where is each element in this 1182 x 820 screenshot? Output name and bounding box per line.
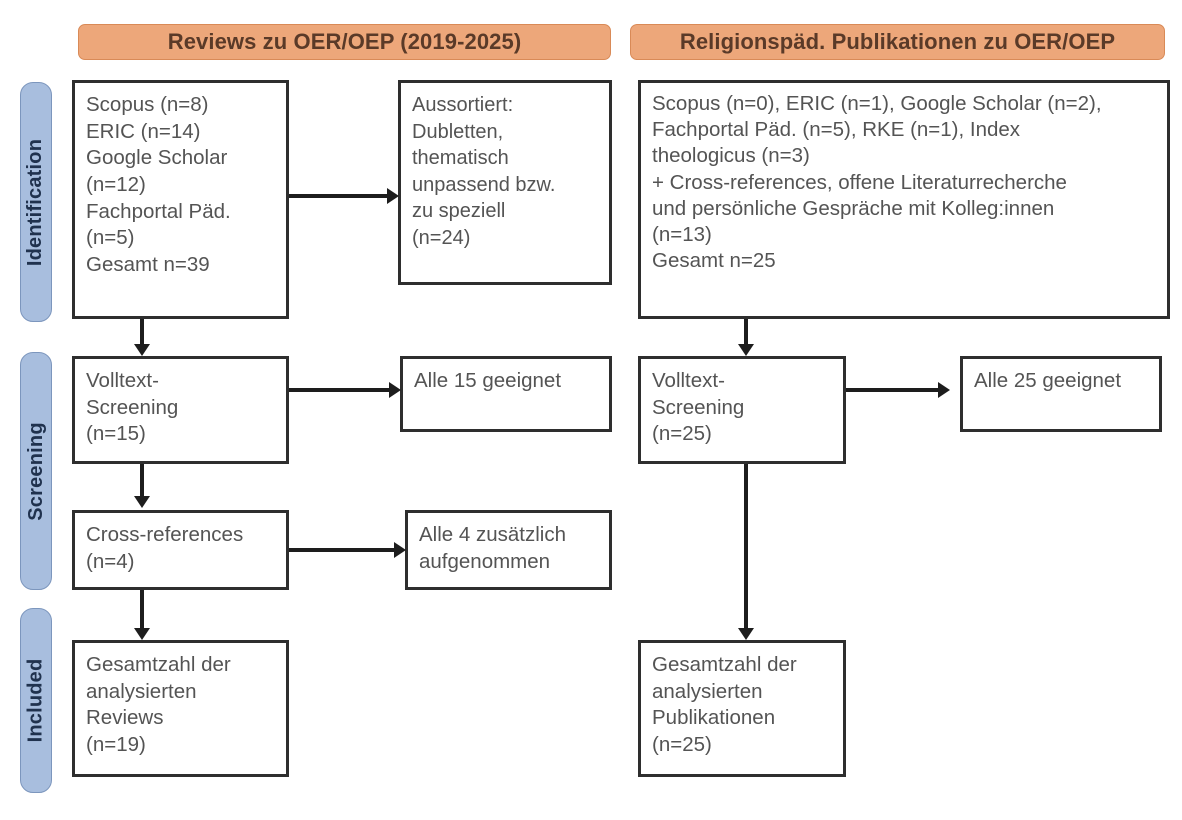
connector-left-crossrefs-to-result (289, 548, 396, 552)
box-left-fulltext-result: Alle 15 geeignet (400, 356, 612, 432)
arrowhead-left-fulltext-to-result (389, 382, 401, 398)
box-left-sources: Scopus (n=8) ERIC (n=14) Google Scholar … (72, 80, 289, 319)
stage-tab-identification: Identification (20, 82, 52, 322)
stage-tab-included: Included (20, 608, 52, 793)
connector-right-fulltext-to-result (846, 388, 940, 392)
arrowhead-right-sources-to-fulltext (738, 344, 754, 356)
arrowhead-left-sources-to-excluded (387, 188, 399, 204)
stage-tab-identification-label: Identification (24, 138, 47, 266)
arrowhead-right-fulltext-to-result (938, 382, 950, 398)
arrowhead-left-fulltext-to-crossrefs (134, 496, 150, 508)
box-left-crossrefs-result: Alle 4 zusätzlich aufgenommen (405, 510, 612, 590)
column-header-religionspaed: Religionspäd. Publikationen zu OER/OEP (630, 24, 1165, 60)
arrowhead-left-sources-to-fulltext (134, 344, 150, 356)
connector-left-crossrefs-to-included (140, 590, 144, 632)
box-left-fulltext-screening: Volltext- Screening (n=15) (72, 356, 289, 464)
arrowhead-right-fulltext-to-included (738, 628, 754, 640)
box-right-included: Gesamtzahl der analysierten Publikatione… (638, 640, 846, 777)
arrowhead-left-crossrefs-to-result (394, 542, 406, 558)
box-left-included: Gesamtzahl der analysierten Reviews (n=1… (72, 640, 289, 777)
column-header-reviews: Reviews zu OER/OEP (2019-2025) (78, 24, 611, 60)
stage-tab-screening: Screening (20, 352, 52, 590)
box-left-excluded: Aussortiert: Dubletten, thematisch unpas… (398, 80, 612, 285)
column-header-reviews-label: Reviews zu OER/OEP (2019-2025) (167, 28, 522, 54)
box-right-fulltext-result: Alle 25 geeignet (960, 356, 1162, 432)
box-right-fulltext-screening: Volltext- Screening (n=25) (638, 356, 846, 464)
arrowhead-left-crossrefs-to-included (134, 628, 150, 640)
connector-right-sources-to-fulltext (744, 319, 748, 346)
box-left-crossrefs: Cross-references (n=4) (72, 510, 289, 590)
box-right-sources: Scopus (n=0), ERIC (n=1), Google Scholar… (638, 80, 1170, 319)
connector-left-fulltext-to-crossrefs (140, 464, 144, 498)
connector-left-fulltext-to-result (289, 388, 391, 392)
stage-tab-screening-label: Screening (24, 421, 47, 521)
stage-tab-included-label: Included (24, 658, 47, 743)
connector-right-fulltext-to-included (744, 464, 748, 632)
column-header-religionspaed-label: Religionspäd. Publikationen zu OER/OEP (679, 28, 1116, 54)
connector-left-sources-to-fulltext (140, 319, 144, 346)
connector-left-sources-to-excluded (289, 194, 389, 198)
